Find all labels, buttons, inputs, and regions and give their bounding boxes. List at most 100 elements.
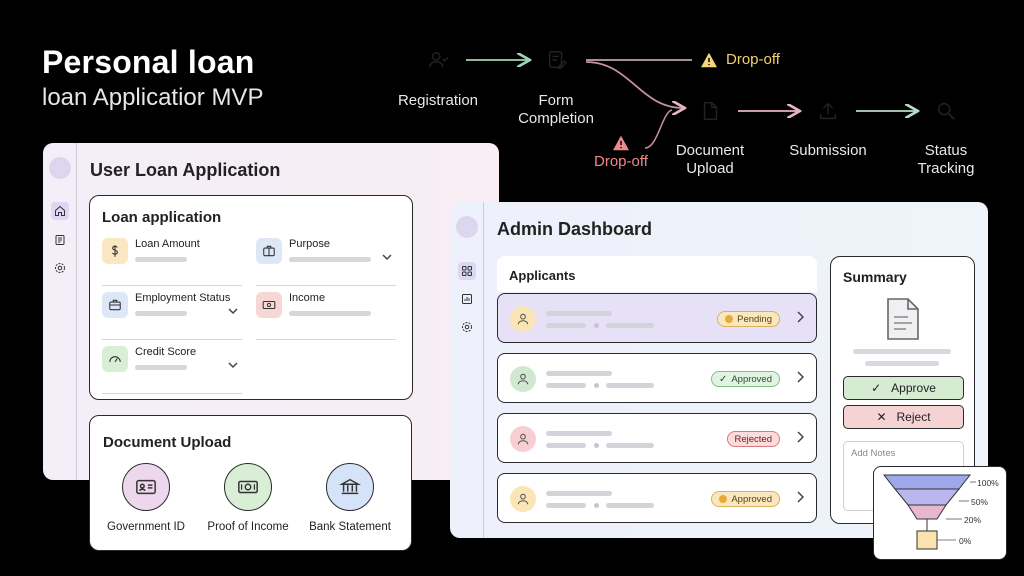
field-label: Credit Score xyxy=(135,346,197,358)
document-upload-step xyxy=(686,87,734,135)
curve-dropoff-document xyxy=(644,109,673,149)
input-placeholder-bar xyxy=(289,257,371,262)
input-placeholder-bar xyxy=(135,365,187,370)
suitcase-icon xyxy=(102,292,128,318)
dollar-icon xyxy=(102,238,128,264)
loan-card-title: Loan application xyxy=(102,209,222,226)
dropoff-top: Drop-off xyxy=(700,51,780,68)
dropoff-top-label: Drop-off xyxy=(726,51,780,68)
dropoff-bottom: Drop-off xyxy=(594,135,648,170)
input-placeholder-bar xyxy=(135,257,187,262)
applicants-title: Applicants xyxy=(509,268,576,283)
chevron-right-icon[interactable] xyxy=(796,491,804,503)
funnel-tier-1 xyxy=(882,474,972,490)
applicant-row[interactable]: Rejected xyxy=(497,413,817,463)
user-icon xyxy=(510,426,536,452)
upload-icon xyxy=(819,102,837,120)
document-icon xyxy=(887,298,919,340)
doc-card-title: Document Upload xyxy=(103,434,232,451)
status-badge: Pending xyxy=(717,311,780,327)
admin-panel-title: Admin Dashboard xyxy=(497,219,653,239)
document-icon xyxy=(703,102,718,120)
user-icon xyxy=(510,306,536,332)
document-upload-card: Document Upload Government ID Proof of I… xyxy=(89,415,412,551)
applicant-row[interactable]: Approved xyxy=(497,473,817,523)
avatar[interactable] xyxy=(456,216,478,238)
doc-label: Bank Statement xyxy=(309,521,391,533)
submission-label: Submission xyxy=(789,142,867,159)
funnel-tier-4 xyxy=(916,530,938,550)
funnel-tier-3 xyxy=(907,504,947,520)
document-upload-label: Document Upload xyxy=(675,142,745,177)
flow-connectors xyxy=(466,0,1024,149)
approve-button[interactable]: ✓ Approve xyxy=(843,376,964,400)
field-label: Loan Amount xyxy=(135,238,200,250)
money-icon[interactable] xyxy=(224,463,272,511)
applicants-header: Applicants xyxy=(497,256,817,292)
credit-score-field[interactable]: Credit Score xyxy=(102,346,242,394)
chevron-down-icon[interactable] xyxy=(228,361,238,369)
user-check-icon xyxy=(429,51,449,68)
chevron-down-icon[interactable] xyxy=(228,307,238,315)
user-loan-application-panel: User Loan Application Loan application L… xyxy=(43,143,499,480)
field-label: Employment Status xyxy=(135,292,231,304)
government-id-upload[interactable]: Government ID xyxy=(96,463,196,533)
check-icon: ✓ xyxy=(871,381,882,395)
proof-of-income-upload[interactable]: Proof of Income xyxy=(198,463,298,533)
bank-statement-upload[interactable]: Bank Statement xyxy=(300,463,400,533)
briefcase-icon xyxy=(256,238,282,264)
reject-button[interactable]: ✕ Reject xyxy=(843,405,964,429)
registration-step xyxy=(415,36,463,84)
field-label: Income xyxy=(289,292,326,304)
bar-chart-icon[interactable] xyxy=(458,290,476,308)
settings-icon[interactable] xyxy=(458,318,476,336)
employment-status-field[interactable]: Employment Status xyxy=(102,292,242,340)
input-placeholder-bar xyxy=(289,311,371,316)
chevron-down-icon[interactable] xyxy=(382,253,392,261)
cash-icon xyxy=(256,292,282,318)
bank-icon[interactable] xyxy=(326,463,374,511)
settings-icon[interactable] xyxy=(51,259,69,277)
admin-sidebar xyxy=(450,202,484,538)
funnel-chart xyxy=(882,474,976,550)
user-icon xyxy=(510,366,536,392)
funnel-tier-2 xyxy=(893,488,961,506)
search-icon xyxy=(937,102,955,120)
form-completion-label: Form Completion xyxy=(518,92,594,127)
doc-label: Government ID xyxy=(107,521,185,533)
applicant-row[interactable]: Pending xyxy=(497,293,817,343)
notes-placeholder: Add Notes xyxy=(851,448,896,459)
summary-text-bar xyxy=(853,349,951,354)
id-card-icon[interactable] xyxy=(122,463,170,511)
status-tracking-label: Status Tracking xyxy=(917,142,975,177)
form-completion-step xyxy=(533,36,581,84)
loan-amount-field[interactable]: Loan Amount xyxy=(102,238,242,286)
purpose-field[interactable]: Purpose xyxy=(256,238,396,286)
funnel-label: 0% xyxy=(959,536,972,546)
submission-step xyxy=(804,87,852,135)
funnel-label: 100% xyxy=(977,478,999,488)
funnel-label: 20% xyxy=(964,515,982,525)
chevron-right-icon[interactable] xyxy=(796,371,804,383)
applicant-row[interactable]: ✓ Approved xyxy=(497,353,817,403)
gauge-icon xyxy=(102,346,128,372)
dropoff-bottom-label: Drop-off xyxy=(594,153,648,170)
avatar[interactable] xyxy=(49,157,71,179)
page-subtitle: loan Applicatior MVP xyxy=(42,84,264,111)
input-placeholder-bar xyxy=(135,311,187,316)
loan-application-card: Loan application Loan Amount Purpose Emp… xyxy=(89,195,413,400)
grid-icon[interactable] xyxy=(458,262,476,280)
page-title: Personal loan xyxy=(42,44,255,80)
income-field[interactable]: Income xyxy=(256,292,396,340)
chevron-right-icon[interactable] xyxy=(796,311,804,323)
status-badge: Rejected xyxy=(726,431,780,447)
document-list-icon[interactable] xyxy=(51,231,69,249)
doc-label: Proof of Income xyxy=(207,521,289,533)
chevron-right-icon[interactable] xyxy=(796,431,804,443)
close-icon: ✕ xyxy=(876,410,887,424)
home-icon[interactable] xyxy=(51,202,69,220)
registration-label: Registration xyxy=(397,92,479,109)
warning-icon xyxy=(701,52,717,67)
status-dot-icon xyxy=(719,495,728,503)
user-icon xyxy=(510,486,536,512)
